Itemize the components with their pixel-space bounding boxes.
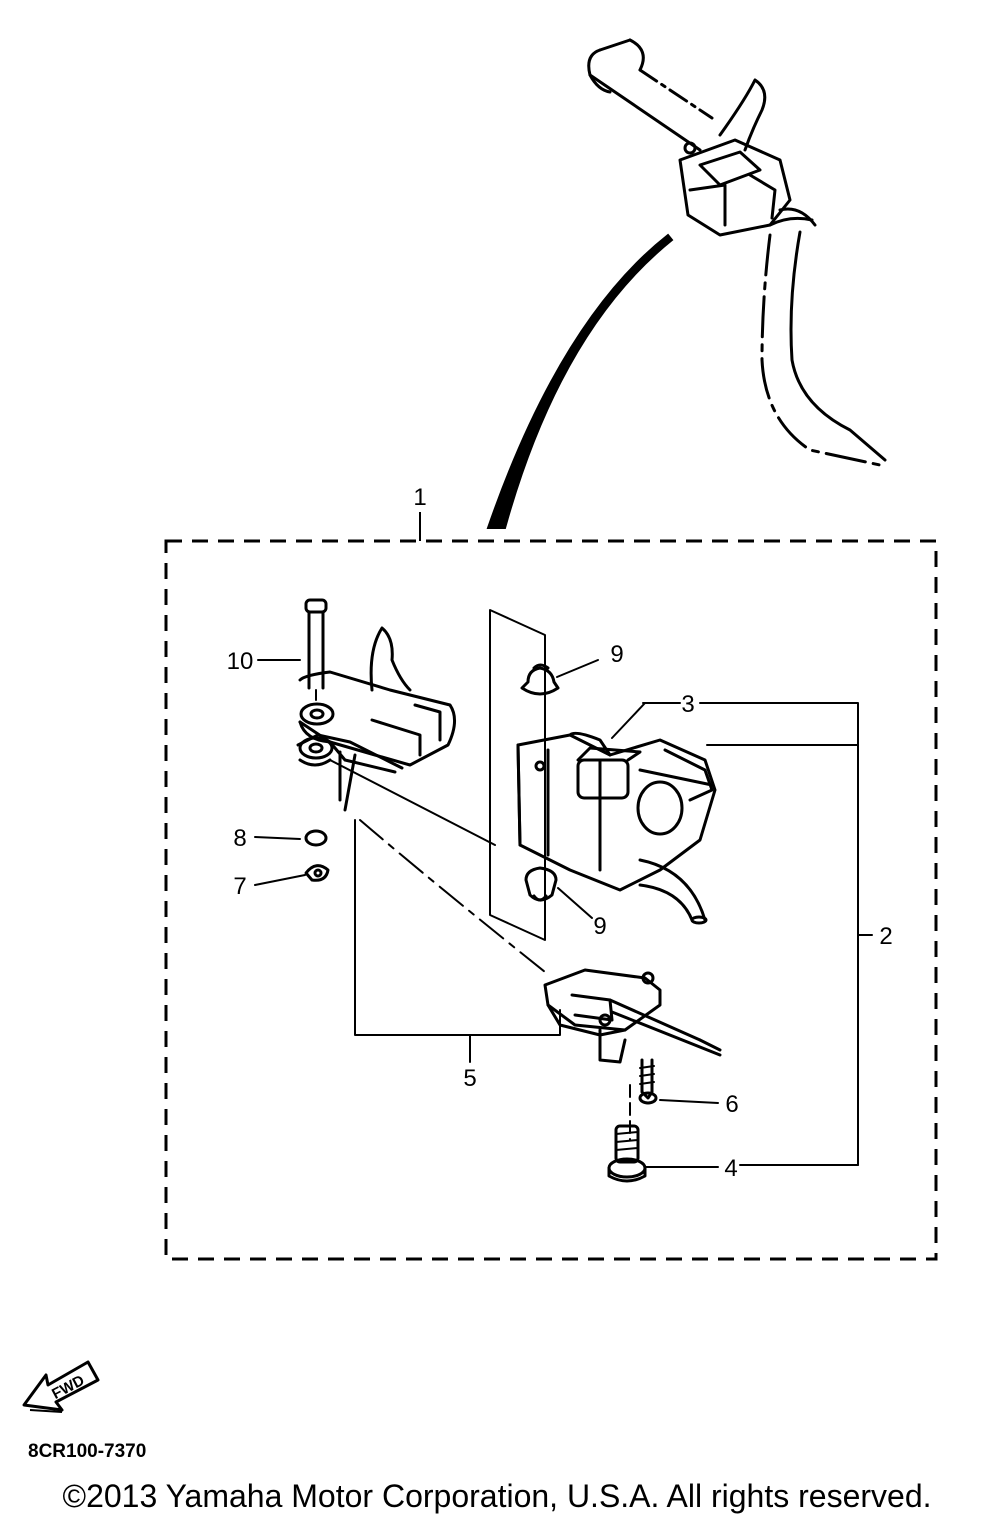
- callout-9-top: 9: [610, 641, 623, 668]
- callout-4: 4: [724, 1155, 737, 1182]
- callout-5: 5: [463, 1065, 476, 1092]
- callout-10: 10: [227, 648, 254, 675]
- handlebar-illustration: [587, 38, 887, 467]
- callout-9-bottom: 9: [593, 913, 606, 940]
- parts-exploded-view: [254, 598, 873, 1183]
- callout-3: 3: [681, 691, 694, 718]
- copyright-notice: ©2013 Yamaha Motor Corporation, U.S.A. A…: [62, 1478, 931, 1514]
- callout-8: 8: [233, 825, 246, 852]
- callout-2: 2: [879, 923, 892, 950]
- callout-1: 1: [413, 484, 426, 511]
- assembly-boundary: [164, 539, 938, 1261]
- callout-7: 7: [233, 873, 246, 900]
- fwd-arrow-icon: FWD: [22, 1360, 100, 1413]
- cable-lead: [486, 233, 674, 529]
- diagram-code: 8CR100-7370: [28, 1441, 146, 1462]
- callout-6: 6: [725, 1091, 738, 1118]
